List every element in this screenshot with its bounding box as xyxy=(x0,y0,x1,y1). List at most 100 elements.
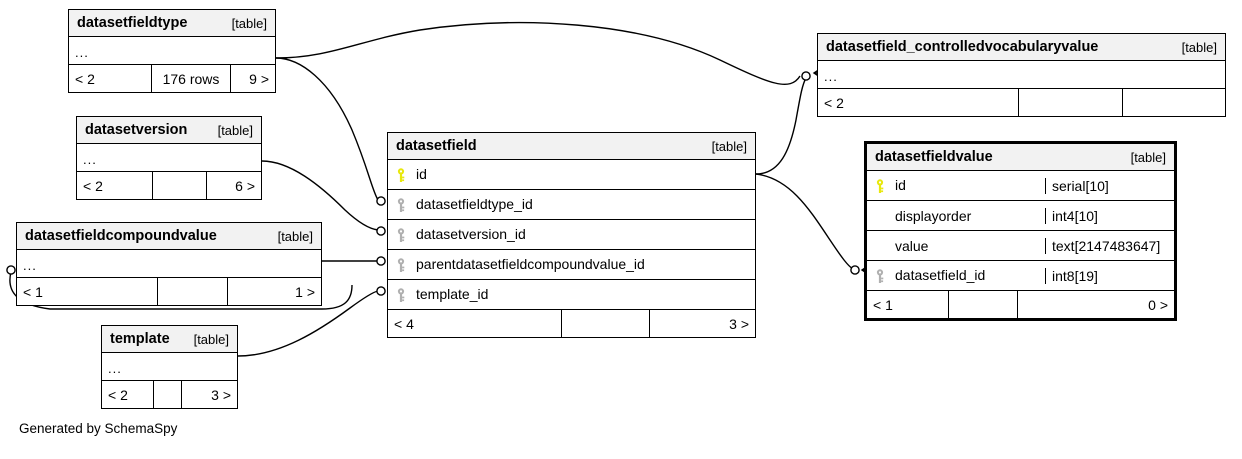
relationship-line xyxy=(261,160,379,231)
column-row[interactable]: id xyxy=(388,160,755,190)
column-name-cell: value xyxy=(867,238,1045,254)
table-header-datasetfieldcompoundvalue[interactable]: datasetfieldcompoundvalue[table] xyxy=(17,223,321,250)
collapsed-columns-indicator[interactable]: ... xyxy=(818,61,1225,89)
footer-rows-count xyxy=(152,172,206,199)
column-type: text[2147483647] xyxy=(1045,237,1174,254)
column-name-cell: datasetfieldtype_id xyxy=(388,196,755,213)
column-name: value xyxy=(895,237,929,254)
collapsed-columns-indicator[interactable]: ... xyxy=(102,353,237,381)
footer-children-count: 6 > xyxy=(206,172,261,199)
optional-cardinality-circle-icon xyxy=(376,286,386,296)
footer-children-count: 9 > xyxy=(230,65,275,92)
primary-key-icon xyxy=(876,179,884,193)
column-name-cell: id xyxy=(867,177,1045,194)
table-tag: [table] xyxy=(1181,39,1217,55)
foreign-key-icon xyxy=(876,269,884,283)
footer-children-count: 1 > xyxy=(227,278,321,305)
footer-rows-count xyxy=(157,278,227,305)
key-slot xyxy=(396,226,416,243)
table-header-datasetfield_controlledvocabularyvalue[interactable]: datasetfield_controlledvocabularyvalue [t… xyxy=(818,34,1225,61)
footer-parents-count: < 2 xyxy=(824,94,844,111)
column-name: id xyxy=(895,177,906,194)
rel-field-to-controlledvocab xyxy=(755,66,824,175)
column-name: datasetversion_id xyxy=(416,226,526,243)
column-name-cell: id xyxy=(388,166,755,183)
column-row[interactable]: datasetversion_id xyxy=(388,220,755,250)
relationship-line xyxy=(755,173,854,270)
key-slot xyxy=(396,256,416,273)
footer-parents-count: < 4 xyxy=(394,315,414,332)
footer-rows-count xyxy=(1018,89,1122,116)
key-slot xyxy=(396,166,416,183)
table-tag: [table] xyxy=(711,138,747,154)
table-header-datasetfield[interactable]: datasetfield [table] xyxy=(388,133,755,160)
optional-cardinality-circle-icon xyxy=(376,196,386,206)
column-name: id xyxy=(416,166,427,183)
column-row[interactable]: template_id xyxy=(388,280,755,310)
table-tag: [table] xyxy=(231,15,267,31)
table-header-datasetfieldvalue[interactable]: datasetfieldvalue [table] xyxy=(867,144,1174,171)
column-name: displayorder xyxy=(895,207,972,224)
column-name-cell: datasetversion_id xyxy=(388,226,755,243)
column-row[interactable]: value text[2147483647] xyxy=(867,231,1174,261)
collapsed-columns-indicator[interactable]: ... xyxy=(77,144,261,172)
relationship-line xyxy=(755,77,807,175)
relationship-line xyxy=(275,21,801,85)
foreign-key-icon xyxy=(397,258,405,272)
key-slot xyxy=(875,267,895,284)
table-title: datasetfieldvalue xyxy=(875,149,993,165)
column-name: datasetfieldtype_id xyxy=(416,196,533,213)
table-footer: < 2 6 > xyxy=(77,172,261,199)
column-name: template_id xyxy=(416,286,489,303)
table-datasetfield[interactable]: datasetfield [table] id datasetfieldtype_id… xyxy=(387,132,756,338)
column-row[interactable]: parentdatasetfieldcompoundvalue_id xyxy=(388,250,755,280)
foreign-key-icon xyxy=(397,198,405,212)
footer-children-count: 0 > xyxy=(1017,291,1174,318)
column-name-cell: parentdatasetfieldcompoundvalue_id xyxy=(388,256,755,273)
footer-children-count: 3 > xyxy=(649,310,755,337)
column-name-cell: displayorder xyxy=(867,208,1045,224)
rel-field-to-fieldvalue xyxy=(755,173,872,277)
table-header-datasetfieldtype[interactable]: datasetfieldtype[table] xyxy=(69,10,275,37)
table-header-datasetversion[interactable]: datasetversion[table] xyxy=(77,117,261,144)
footer-parents-count: < 2 xyxy=(108,386,128,403)
column-row[interactable]: datasetfieldtype_id xyxy=(388,190,755,220)
table-title: datasetfield_controlledvocabularyvalue xyxy=(826,39,1099,55)
relationship-line xyxy=(275,57,379,201)
table-datasetfield_controlledvocabularyvalue[interactable]: datasetfield_controlledvocabularyvalue [t… xyxy=(817,33,1226,117)
column-name: parentdatasetfieldcompoundvalue_id xyxy=(416,256,645,273)
table-footer: < 2 xyxy=(818,89,1225,116)
key-slot xyxy=(875,177,895,194)
footer-parents-count: < 1 xyxy=(873,296,893,313)
collapsed-columns-indicator[interactable]: ... xyxy=(17,250,321,278)
key-slot xyxy=(396,196,416,213)
table-header-template[interactable]: template[table] xyxy=(102,326,237,353)
table-footer: < 4 3 > xyxy=(388,310,755,337)
footer-parents-count: < 2 xyxy=(75,70,95,87)
footer-rows-count xyxy=(561,310,649,337)
footer-rows-count: 176 rows xyxy=(151,65,230,92)
footer-parents-count: < 2 xyxy=(83,177,103,194)
collapsed-columns-indicator[interactable]: ... xyxy=(69,37,275,65)
table-title: datasetfieldcompoundvalue xyxy=(25,228,217,244)
column-type: int8[19] xyxy=(1045,267,1174,284)
table-datasetversion[interactable]: datasetversion[table]... < 2 6 > xyxy=(76,116,262,200)
table-title: datasetversion xyxy=(85,122,188,138)
optional-cardinality-circle-icon xyxy=(850,265,860,275)
table-tag: [table] xyxy=(1130,149,1166,165)
table-title: datasetfield xyxy=(396,138,477,154)
table-tag: [table] xyxy=(193,331,229,347)
column-name-cell: datasetfield_id xyxy=(867,267,1045,284)
